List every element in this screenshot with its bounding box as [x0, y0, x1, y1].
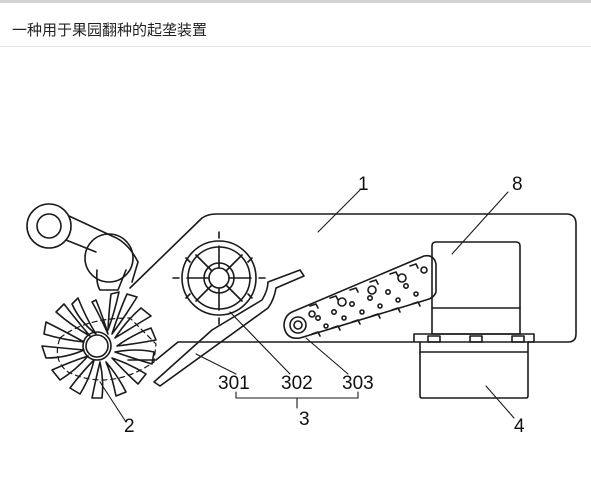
main-housing: [127, 213, 577, 361]
label-301: 301: [218, 373, 250, 394]
patent-diagram: 1 8 2 301 302 303 3 4: [26, 174, 577, 437]
chain-conveyor: [283, 254, 437, 340]
page-title: 一种用于果园翻种的起垄装置: [12, 21, 208, 39]
label-4: 4: [514, 416, 525, 437]
top-rule: [0, 0, 591, 3]
motor-box: [431, 241, 521, 335]
label-8: 8: [512, 174, 523, 195]
guard-plate: [153, 269, 305, 387]
label-3: 3: [299, 409, 310, 430]
label-1: 1: [358, 174, 369, 195]
rotor-arm: [56, 317, 157, 381]
label-2: 2: [124, 416, 135, 437]
spoked-wheel: [172, 231, 266, 325]
frame-box: [413, 333, 535, 399]
towing-hitch: [26, 203, 139, 291]
patent-figure: 1 8 2 301 302 303 3 4: [0, 48, 591, 500]
leader-lines: [99, 189, 515, 423]
rotary-blade-wheel: [41, 291, 157, 399]
title-bar: 一种用于果园翻种的起垄装置: [0, 3, 591, 47]
label-302: 302: [281, 373, 313, 394]
label-303: 303: [342, 373, 374, 394]
